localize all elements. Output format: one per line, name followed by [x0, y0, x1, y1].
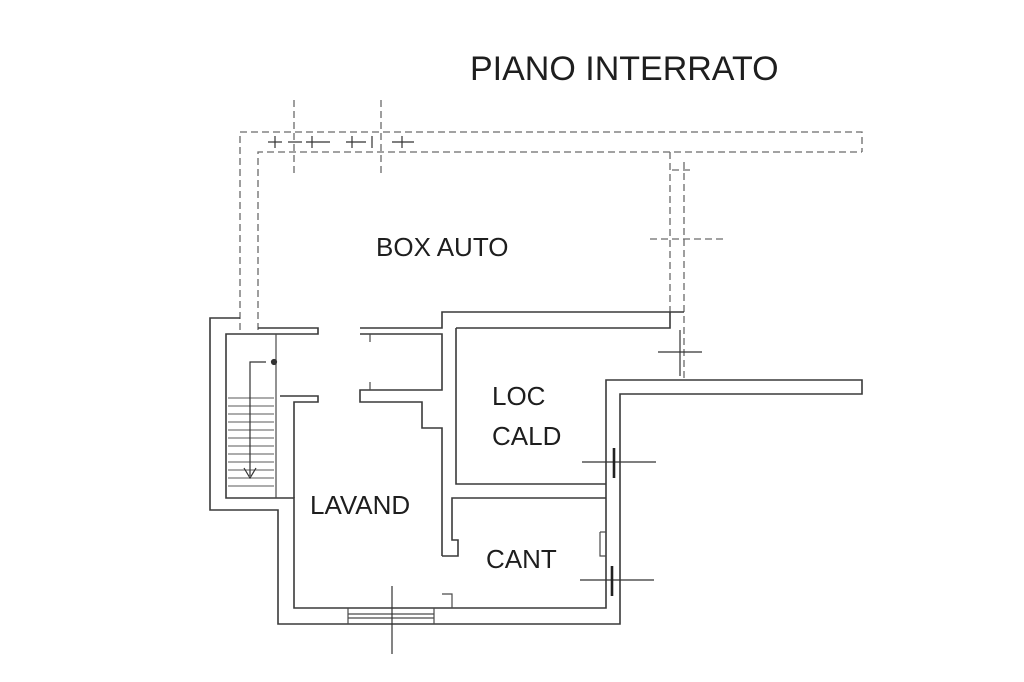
plan-title: PIANO INTERRATO [470, 50, 779, 88]
room-label-cant: CANT [486, 544, 557, 574]
room-label-loc-cald-line1: LOC [492, 381, 545, 411]
door-jambs [610, 448, 616, 596]
section-marks [391, 330, 702, 654]
staircase [228, 397, 274, 487]
basement-walls [209, 311, 863, 625]
garage-outline [239, 100, 863, 378]
garage-front-marks [268, 136, 414, 148]
room-label-box-auto: BOX AUTO [376, 232, 508, 262]
room-label-loc-cald-line2: CALD [492, 421, 561, 451]
room-label-lavand: LAVAND [310, 490, 410, 520]
stair-direction-arrow-icon [243, 358, 278, 480]
